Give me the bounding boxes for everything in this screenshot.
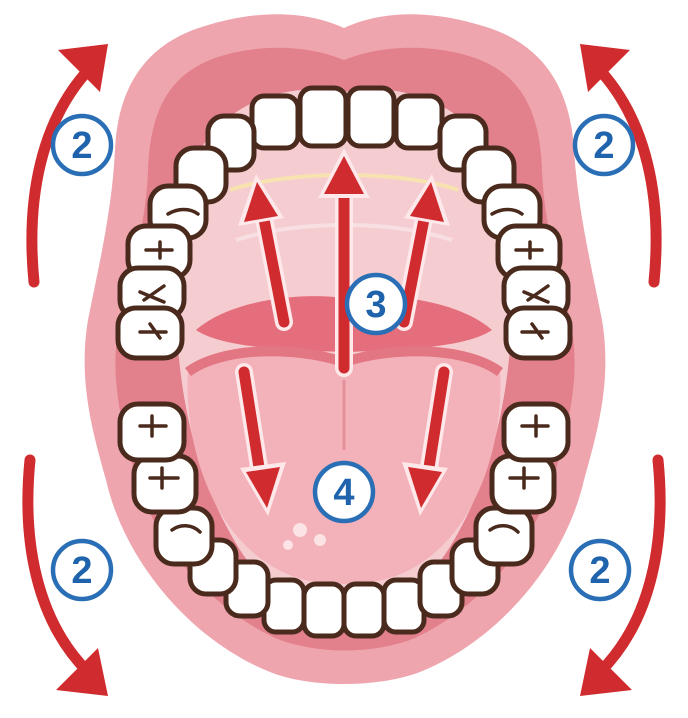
- tooth: [252, 96, 298, 148]
- tooth: [348, 88, 394, 146]
- tooth: [476, 508, 532, 564]
- badge-center-lower: 4: [315, 463, 373, 521]
- badge-label: 4: [333, 472, 354, 514]
- badge-label: 2: [71, 550, 92, 592]
- badge-label: 2: [593, 125, 614, 167]
- badge-label: 3: [365, 284, 386, 326]
- tooth: [156, 508, 212, 564]
- badge-label: 2: [589, 550, 610, 592]
- badge-lower-right: 2: [571, 541, 629, 599]
- arrow-head: [56, 648, 108, 696]
- badge-label: 2: [71, 125, 92, 167]
- arrow-head: [580, 648, 632, 696]
- badge-lower-left: 2: [53, 541, 111, 599]
- tooth: [304, 584, 344, 636]
- badge-upper-right: 2: [575, 116, 633, 174]
- tongue-dot: [293, 523, 307, 537]
- badge-center-upper: 3: [347, 275, 405, 333]
- tooth: [344, 584, 384, 636]
- tooth: [134, 456, 196, 512]
- tooth: [300, 88, 346, 146]
- tongue-dot: [314, 534, 326, 546]
- badge-upper-left: 2: [53, 116, 111, 174]
- tongue-dot: [283, 540, 293, 550]
- tooth: [396, 96, 442, 148]
